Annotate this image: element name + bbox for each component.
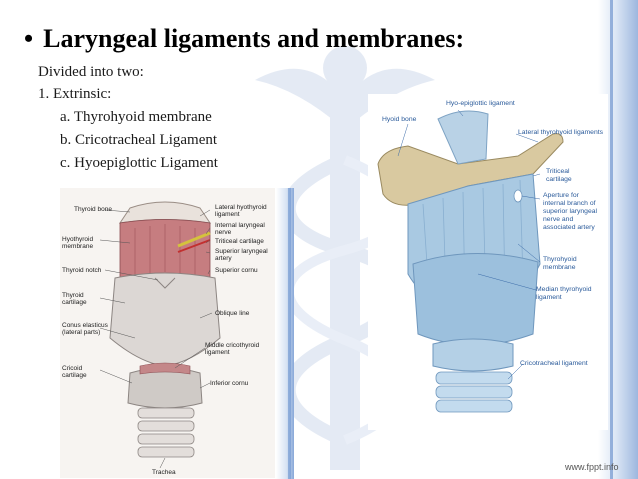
slide-title: • Laryngeal ligaments and membranes: bbox=[24, 24, 464, 54]
larynx-anterior-illustration bbox=[99, 201, 221, 469]
label-hyothyroid-membrane: Hyothyroid membrane bbox=[62, 236, 94, 250]
label-thyroid-cartilage: Thyroid cartilage bbox=[62, 292, 87, 306]
label-conus-elasticus: Conus elasticus (lateral parts) bbox=[62, 322, 108, 336]
label-superior-laryngeal: Superior laryngeal artery bbox=[215, 248, 268, 262]
label-triticeal-cartilage: Triticeal cartilage bbox=[546, 168, 572, 183]
larynx-anterior-figure: Thyroid bone Lateral hyothyroid ligament… bbox=[60, 188, 275, 478]
sub-item-cricotracheal: b. Cricotracheal Ligament bbox=[60, 132, 218, 148]
list-item-extrinsic: 1. Extrinsic: bbox=[38, 86, 112, 102]
footer-url: www.fppt.info bbox=[565, 462, 619, 472]
label-lateral-hyothyroid: Lateral hyothyroid ligament bbox=[215, 204, 267, 218]
title-bullet: • bbox=[24, 24, 34, 53]
label-hyoid-bone: Hyoid bone bbox=[382, 116, 417, 123]
label-thyrohyoid-membrane: Thyrohyoid membrane bbox=[543, 256, 577, 271]
label-aperture: Aperture for internal branch of superior… bbox=[543, 192, 598, 231]
label-median-thyrohyoid: Median thyrohyoid ligament bbox=[536, 286, 592, 301]
larynx-posterior-figure: Hyo-epiglottic ligament Hyoid bone Later… bbox=[368, 94, 608, 430]
label-inferior-cornu: Inferior cornu bbox=[210, 380, 249, 387]
label-cricoid-cartilage: Cricoid cartilage bbox=[62, 365, 87, 379]
label-hyo-epiglottic: Hyo-epiglottic ligament bbox=[446, 100, 515, 107]
label-thyroid-notch: Thyroid notch bbox=[62, 267, 102, 274]
intro-line: Divided into two: bbox=[38, 64, 144, 80]
larynx-membranes-illustration bbox=[377, 109, 564, 413]
title-text: Laryngeal ligaments and membranes: bbox=[43, 24, 465, 53]
sub-item-hyoepiglottic: c. Hyoepiglottic Ligament bbox=[60, 155, 218, 171]
label-middle-cricothyroid: Middle cricothyroid ligament bbox=[205, 342, 260, 356]
label-superior-cornu: Superior cornu bbox=[215, 267, 258, 274]
label-thyroid-bone: Thyroid bone bbox=[74, 206, 112, 213]
label-cricotracheal: Cricotracheal ligament bbox=[520, 360, 588, 367]
label-lateral-thyrohyoid: Lateral thyrohyoid ligaments bbox=[518, 129, 604, 136]
decorative-strip bbox=[276, 188, 294, 479]
label-trachea: Trachea bbox=[152, 469, 176, 476]
label-internal-laryngeal: Internal laryngeal nerve bbox=[215, 222, 265, 236]
label-triticeal: Triticeal cartilage bbox=[215, 238, 264, 245]
sub-item-thyrohyoid: a. Thyrohyoid membrane bbox=[60, 109, 212, 125]
label-oblique-line: Oblique line bbox=[215, 310, 250, 317]
